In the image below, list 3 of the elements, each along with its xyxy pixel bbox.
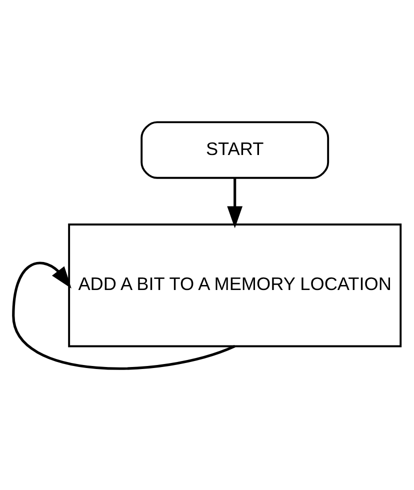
node-box: START [140,120,330,178]
arrow [227,178,243,228]
node-box: ADD A BIT TO A MEMORY LOCATION [68,223,402,347]
